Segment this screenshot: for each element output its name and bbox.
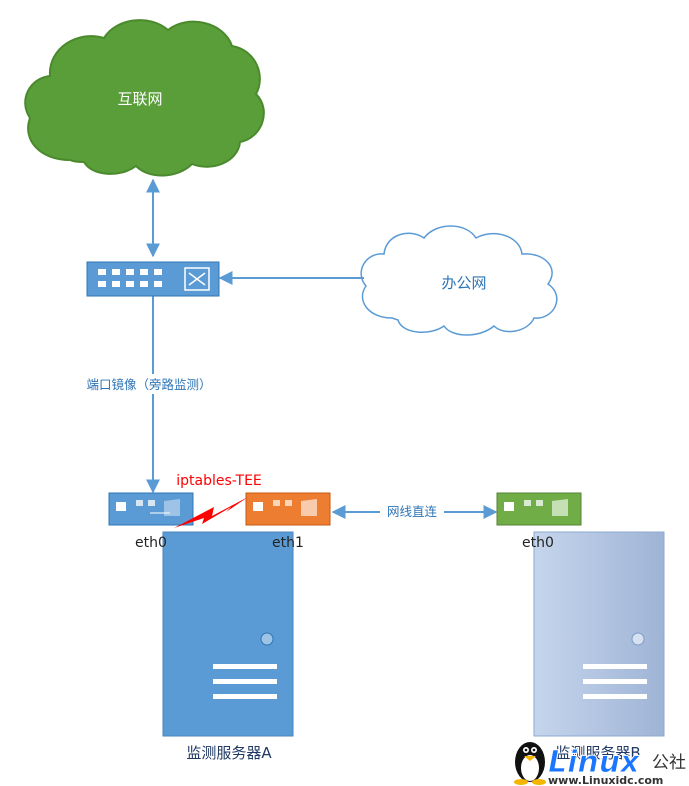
port-mirror-label: 端口镜像（旁路监测） bbox=[86, 377, 211, 392]
switch-ports bbox=[98, 269, 162, 287]
watermark-suffix: 公社 bbox=[652, 753, 686, 773]
server-a bbox=[162, 531, 294, 737]
office-cloud: 办公网 bbox=[360, 225, 558, 336]
server-b-power-icon bbox=[631, 632, 645, 646]
server-a-eth1-label: eth1 bbox=[272, 535, 304, 551]
server-a-power-icon bbox=[260, 632, 274, 646]
tee-lightning-bolt bbox=[174, 497, 248, 528]
mirror-label-bg bbox=[78, 374, 220, 394]
server-a-eth0-nic bbox=[108, 492, 194, 526]
server-a-eth1-nic bbox=[245, 492, 331, 526]
switch-shuffle-icon bbox=[184, 267, 210, 291]
server-b-eth0-nic bbox=[496, 492, 582, 526]
iptables-tee-label: iptables-TEE bbox=[176, 473, 262, 489]
server-b-label: 监测服务器B bbox=[555, 744, 640, 762]
direct-link-label: 网线直连 bbox=[387, 504, 438, 519]
watermark-brand: Linux bbox=[548, 745, 641, 780]
linuxidc-watermark: Linux 公社 www.Linuxidc.com bbox=[514, 742, 686, 786]
server-a-label: 监测服务器A bbox=[186, 744, 272, 762]
direct-label-bg bbox=[380, 503, 444, 521]
tux-penguin-icon bbox=[514, 742, 546, 785]
internet-cloud: 互联网 bbox=[24, 19, 265, 177]
office-net-label: 办公网 bbox=[441, 274, 486, 292]
watermark-url: www.Linuxidc.com bbox=[548, 774, 663, 786]
internet-label: 互联网 bbox=[117, 90, 162, 108]
server-a-eth0-label: eth0 bbox=[135, 535, 167, 551]
server-b-eth0-label: eth0 bbox=[522, 535, 554, 551]
network-switch bbox=[86, 261, 220, 297]
server-b bbox=[533, 531, 665, 737]
